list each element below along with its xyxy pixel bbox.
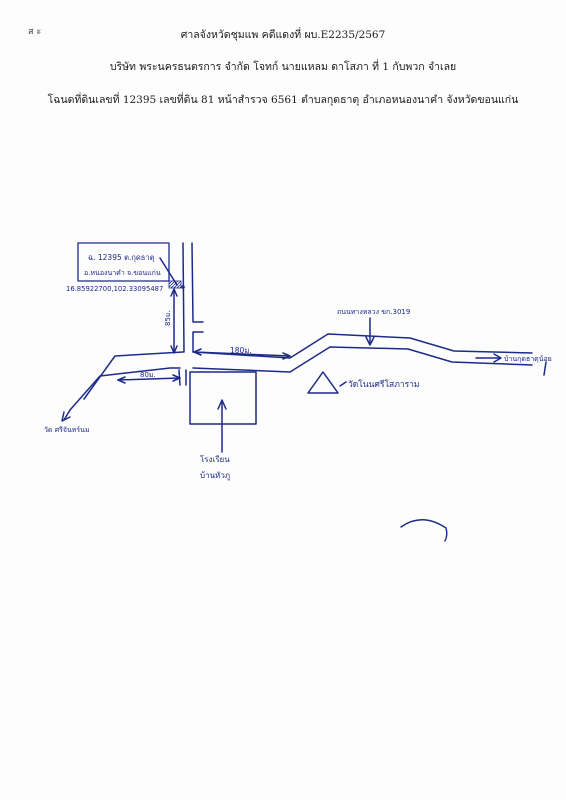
corner-mark: ส ะ (28, 27, 42, 37)
parcel-pointer (159, 257, 178, 286)
school-label-line2: บ้านหัวภู (200, 471, 230, 481)
temple-arrow (339, 381, 347, 387)
to-temple-left-arrow (63, 409, 71, 421)
parties-header: บริษัท พระนครธนตรการ จำกัด โจทก์ นายแหลม… (109, 61, 457, 73)
dist-vertical-label: 85ม. (164, 310, 172, 326)
dist-vertical-arrowhead-bottom (170, 345, 178, 354)
main-road-lower-edge (69, 346, 533, 411)
court-case-header: ศาลจังหวัดชุมแพ คดีแดงที่ ผบ.E2235/2567 (180, 29, 386, 41)
dist-road-right-label: 180ม. (230, 346, 252, 355)
parcel-box-line1: ฉ. 12395 ต.กุดธาตุ (88, 253, 155, 262)
school-label-line1: โรงเรียน (200, 454, 230, 464)
dist-road-left-arrowhead-r (172, 374, 181, 382)
parcel-box (77, 242, 170, 282)
temple-label: วัดโนนศรีโสภาราม (348, 379, 420, 390)
parcel-box-line2: อ.หนองนาคำ จ.ขอนแก่น (84, 269, 161, 277)
side-road-right-edge (191, 242, 204, 353)
to-village-arrowhead (493, 353, 502, 363)
dist-vertical-arrowhead-top (170, 288, 178, 297)
dist-road-left-line (117, 377, 181, 381)
dist-road-left-label: 80ม. (140, 371, 156, 379)
to-village-pointer (543, 361, 547, 376)
dist-road-right-line (193, 351, 291, 357)
dist-road-left-arrowhead-l (117, 376, 126, 384)
to-village-label: บ้านกุดธาตุน้อย (504, 355, 552, 363)
highway-arrowhead (365, 336, 375, 346)
parcel-coordinates: 16.85922700,102.33095487 (66, 285, 163, 293)
parcel-marker (168, 280, 182, 289)
school-box (189, 371, 257, 425)
school-arrowhead (217, 399, 227, 410)
temple-triangle (307, 371, 339, 394)
main-road-upper-edge (83, 333, 533, 400)
parcel-marker-dot (181, 285, 185, 289)
dist-road-right-arrowhead-l (193, 348, 202, 356)
dist-road-right-arrowhead-r (282, 352, 291, 360)
to-temple-left-label: วัด ศรีจันทร์นม (44, 426, 90, 434)
side-road-left-edge (182, 242, 185, 353)
to-temple-left-arrowhead (61, 411, 71, 422)
title-deed-header: โฉนดที่ดินเลขที่ 12395 เลขที่ดิน 81 หน้า… (47, 94, 519, 106)
signature-curl (400, 519, 448, 542)
highway-label: ถนนทางหลวง ขก.3019 (337, 308, 410, 316)
